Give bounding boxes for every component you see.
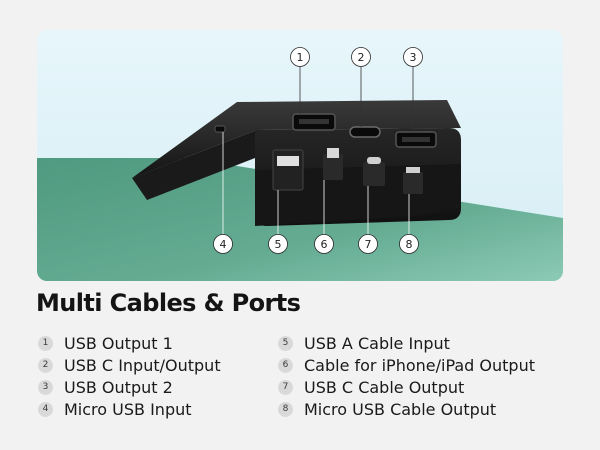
svg-text:7: 7: [365, 238, 372, 251]
legend-label: USB Output 1: [64, 333, 173, 353]
number-badge: 4: [38, 401, 53, 417]
micro-usb-cable-head: [403, 172, 423, 194]
legend-label: USB C Input/Output: [64, 355, 221, 375]
svg-text:6: 6: [321, 238, 328, 251]
legend-item: 4 Micro USB Input: [38, 398, 221, 420]
device-side: [132, 130, 257, 200]
svg-text:5: 5: [275, 238, 282, 251]
legend-column-left: 1 USB Output 1 2 USB C Input/Output 3 US…: [38, 332, 221, 420]
callout-1: 1: [290, 47, 310, 67]
legend-item: 8 Micro USB Cable Output: [278, 398, 535, 420]
number-badge: 2: [38, 357, 53, 373]
svg-text:2: 2: [358, 51, 365, 64]
callout-lines: [299, 66, 414, 132]
callout-2: 2: [351, 47, 371, 67]
callout-5: 5: [268, 234, 288, 254]
number-badge: 7: [278, 379, 293, 395]
callout-4: 4: [213, 234, 233, 254]
usb-c-port: [349, 126, 381, 138]
number-badge: 6: [278, 357, 293, 373]
legend-column-right: 5 USB A Cable Input 6 Cable for iPhone/i…: [278, 332, 535, 420]
legend-item: 5 USB A Cable Input: [278, 332, 535, 354]
device-top: [132, 100, 461, 178]
legend-item: 3 USB Output 2: [38, 376, 221, 398]
number-badge: 8: [278, 401, 293, 417]
legend-label: USB Output 2: [64, 377, 173, 397]
svg-text:1: 1: [297, 51, 304, 64]
callout-8: 8: [399, 234, 419, 254]
usb-c-cable-head: [363, 162, 385, 186]
product-photo: 1 2 3 4 5 6 7 8: [37, 30, 563, 281]
number-badge: 5: [278, 335, 293, 351]
svg-text:3: 3: [410, 51, 417, 64]
legend-item: 2 USB C Input/Output: [38, 354, 221, 376]
svg-text:8: 8: [406, 238, 413, 251]
number-badge: 1: [38, 335, 53, 351]
legend-item: 7 USB C Cable Output: [278, 376, 535, 398]
legend-label: Cable for iPhone/iPad Output: [304, 355, 535, 375]
micro-usb-port: [214, 125, 226, 133]
power-bank-illustration: 1 2 3 4 5 6 7 8: [37, 47, 563, 281]
callout-7: 7: [358, 234, 378, 254]
number-badge: 3: [38, 379, 53, 395]
lightning-cable-head: [323, 154, 343, 180]
svg-text:4: 4: [220, 238, 227, 251]
legend-label: Micro USB Cable Output: [304, 399, 497, 419]
legend-label: USB C Cable Output: [304, 377, 465, 397]
callout-3: 3: [403, 47, 423, 67]
callout-lines-light: [222, 132, 410, 234]
legend-label: Micro USB Input: [64, 399, 192, 419]
legend-item: 6 Cable for iPhone/iPad Output: [278, 354, 535, 376]
page-title: Multi Cables & Ports: [36, 289, 301, 317]
legend-item: 1 USB Output 1: [38, 332, 221, 354]
callout-6: 6: [314, 234, 334, 254]
legend-label: USB A Cable Input: [304, 333, 450, 353]
